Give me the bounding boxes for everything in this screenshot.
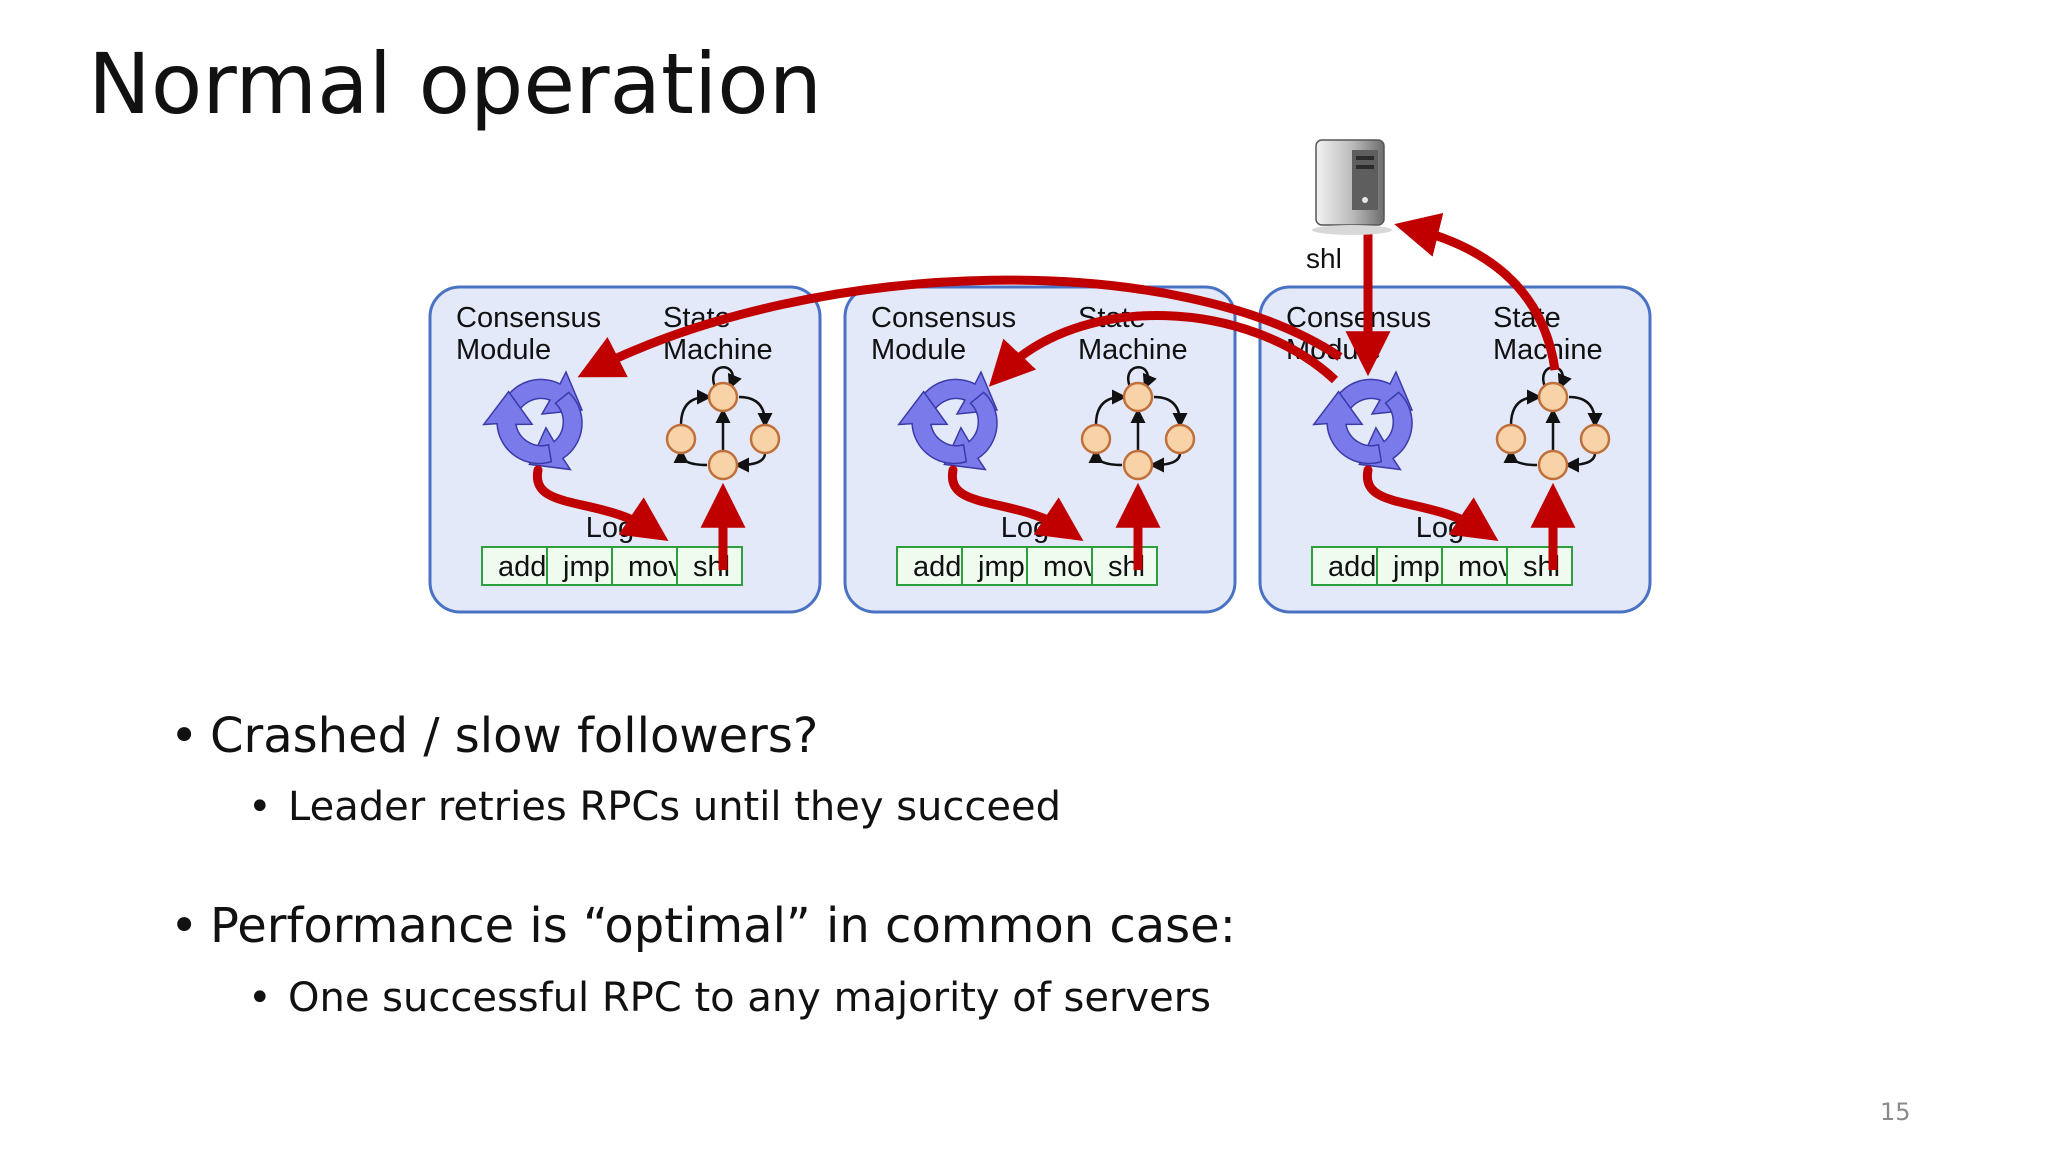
- log-entry: mov: [1441, 546, 1513, 586]
- log-entry-label: add: [1328, 551, 1376, 583]
- log-entry: shl: [1091, 546, 1158, 586]
- log-entry-label: mov: [1043, 551, 1098, 583]
- log-entry-label: add: [498, 551, 546, 583]
- log-entry: shl: [676, 546, 743, 586]
- client-response-arrow: [1394, 212, 1560, 371]
- state-machine-label: Machine: [1078, 334, 1188, 366]
- slide-title: Normal operation: [88, 35, 822, 133]
- state-node: [1122, 381, 1154, 413]
- computer-tower-icon: [1312, 139, 1392, 235]
- drive-bay: [1356, 165, 1374, 169]
- state-edge: [1149, 452, 1182, 473]
- state-node: [749, 423, 781, 455]
- sub-bullet-retries: Leader retries RPCs until they succeed: [248, 781, 1670, 833]
- state-node: [1122, 449, 1154, 481]
- log-cell: [481, 546, 548, 586]
- consensus-to-log-arrow: [532, 465, 669, 542]
- log-entry: add: [1311, 546, 1378, 586]
- state-node: [1537, 449, 1569, 481]
- log-entry-label: add: [913, 551, 961, 583]
- self-loop-edge: [712, 366, 742, 390]
- log-entry: jmp: [961, 546, 1028, 586]
- log-cell: [896, 546, 963, 586]
- log-entry: add: [896, 546, 963, 586]
- state-machine-label: State: [1493, 302, 1561, 334]
- tower-shadow: [1312, 225, 1392, 235]
- state-node: [665, 423, 697, 455]
- log-cell: [1091, 546, 1158, 586]
- consensus-label: Consensus: [871, 302, 1016, 334]
- state-edge: [1153, 395, 1188, 428]
- log-cell: [961, 546, 1028, 586]
- self-loop-edge: [1127, 366, 1157, 390]
- state-edge: [1094, 389, 1127, 426]
- log-entry-label: jmp: [562, 551, 610, 583]
- log-entry-label: jmp: [977, 551, 1025, 583]
- log-entry: add: [481, 546, 548, 586]
- bullet-performance: Performance is “optimal” in common case:: [170, 895, 1670, 958]
- state-edge: [1503, 448, 1538, 467]
- state-edge: [1564, 452, 1597, 473]
- log-entry: mov: [611, 546, 683, 586]
- bullet-list: Crashed / slow followers? Leader retries…: [170, 705, 1670, 1024]
- state-graph-icon: [1495, 366, 1611, 481]
- log-cell: [676, 546, 743, 586]
- log-cell: [546, 546, 613, 586]
- state-node: [1164, 423, 1196, 455]
- state-graph-icon: [1080, 366, 1196, 481]
- state-node: [1537, 381, 1569, 413]
- state-edge: [1509, 389, 1542, 426]
- log-entry-label: mov: [628, 551, 683, 583]
- state-machine-label: Machine: [663, 334, 773, 366]
- log-cell: [1441, 546, 1508, 586]
- log-entry: mov: [1026, 546, 1098, 586]
- drive-bay: [1356, 156, 1374, 160]
- consensus-label: Consensus: [456, 302, 601, 334]
- log-entry: shl: [1506, 546, 1573, 586]
- log-cell: [611, 546, 678, 586]
- consensus-label: Module: [871, 334, 966, 366]
- state-edge: [738, 395, 773, 428]
- state-node: [1495, 423, 1527, 455]
- state-edge: [679, 389, 712, 426]
- state-edge: [734, 452, 767, 473]
- consensus-to-log-arrow: [947, 465, 1084, 542]
- page-number: 15: [1880, 1098, 1911, 1126]
- log-entry-label: mov: [1458, 551, 1513, 583]
- log-entry: jmp: [546, 546, 613, 586]
- replicate-arrow-to-server-1: [577, 275, 1343, 378]
- state-node: [1080, 423, 1112, 455]
- log-entry-label: jmp: [1392, 551, 1440, 583]
- power-button: [1362, 197, 1368, 203]
- sub-bullet-majority: One successful RPC to any majority of se…: [248, 972, 1670, 1024]
- state-node: [1579, 423, 1611, 455]
- state-edge: [1088, 448, 1123, 467]
- state-edge: [1568, 395, 1603, 428]
- log-cell: [1376, 546, 1443, 586]
- bullet-crashed-followers: Crashed / slow followers?: [170, 705, 1670, 768]
- replicate-arrow-to-server-2: [988, 310, 1339, 387]
- state-edge: [673, 448, 708, 467]
- consensus-label: Consensus: [1286, 302, 1431, 334]
- state-node: [707, 381, 739, 413]
- state-graph-icon: [665, 366, 781, 481]
- consensus-label: Module: [456, 334, 551, 366]
- consensus-to-log-arrow: [1362, 465, 1499, 542]
- log-cell: [1506, 546, 1573, 586]
- client-command-label: shl: [1306, 243, 1342, 274]
- state-node: [707, 449, 739, 481]
- log-entry: jmp: [1376, 546, 1443, 586]
